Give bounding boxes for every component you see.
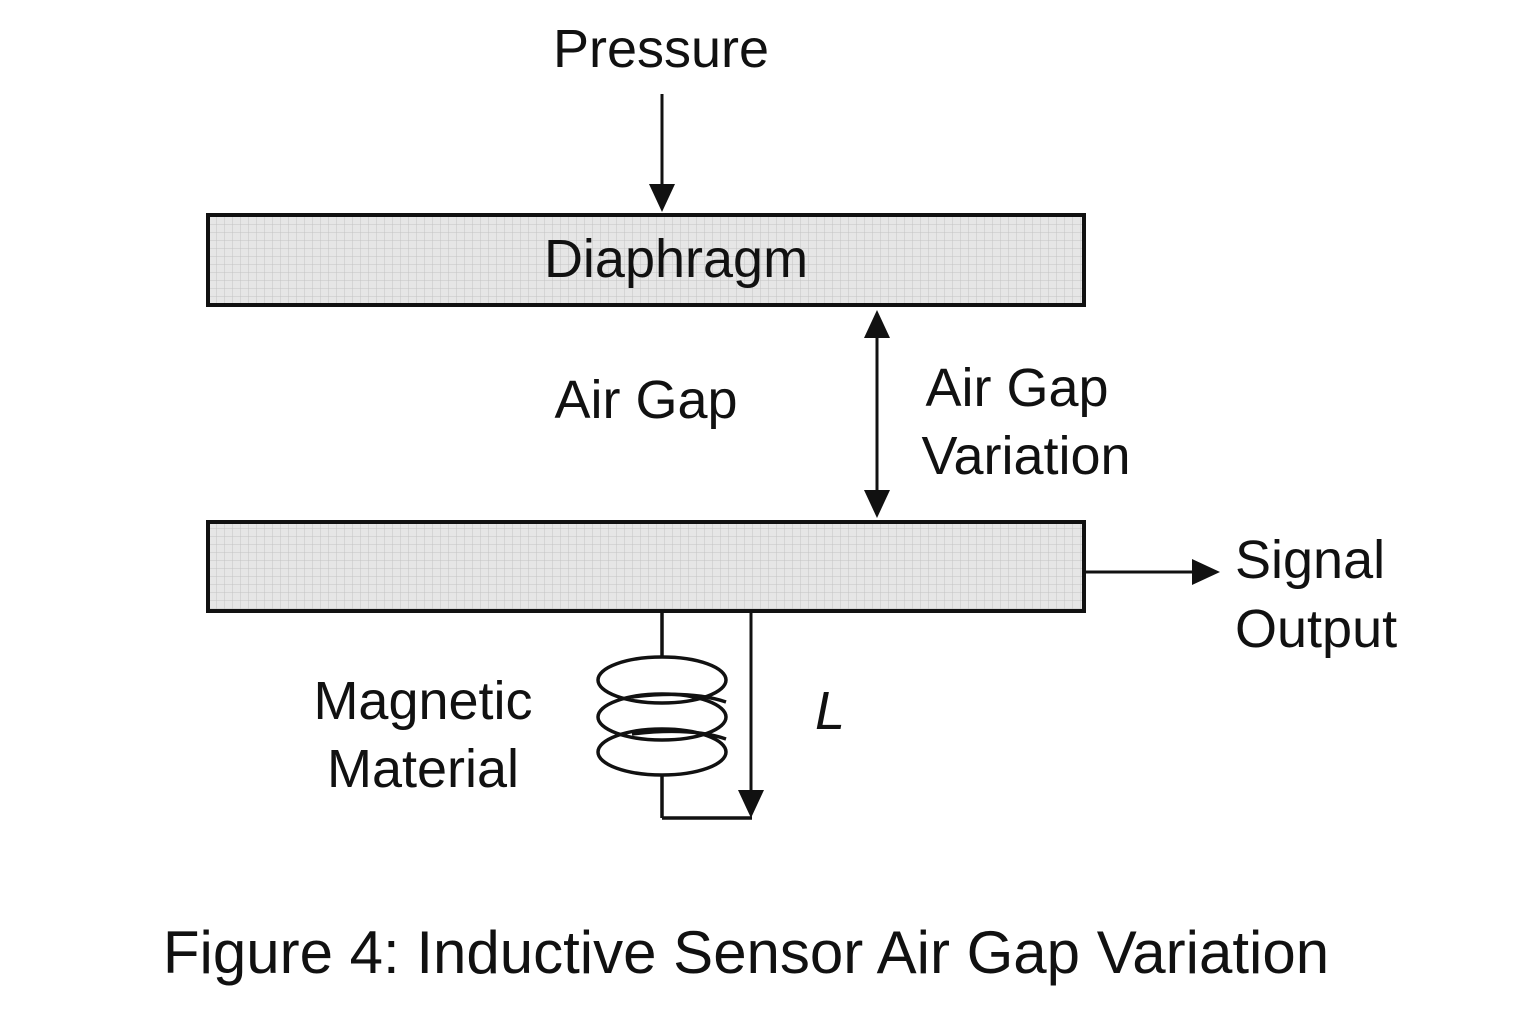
inductance-label: L: [815, 681, 845, 741]
pressure-arrow: [649, 94, 675, 212]
air-gap-label: Air Gap: [554, 370, 737, 430]
signal-output-label-line1: Signal: [1235, 530, 1385, 590]
coil-icon: [596, 612, 752, 820]
magnetic-material-plate: [206, 520, 1086, 613]
magnetic-material-label-line2: Material: [327, 739, 519, 799]
pressure-label: Pressure: [553, 19, 769, 79]
air-gap-variation-arrow: [864, 310, 890, 518]
inductance-arrow: [738, 612, 764, 818]
diaphragm-label: Diaphragm: [544, 229, 808, 289]
air-gap-variation-label-line1: Air Gap: [925, 358, 1108, 418]
diaphragm-plate: [206, 213, 1086, 307]
figure-caption: Figure 4: Inductive Sensor Air Gap Varia…: [163, 919, 1329, 986]
signal-output-label-line2: Output: [1235, 599, 1397, 659]
signal-output-arrow: [1086, 559, 1220, 585]
air-gap-variation-label-line2: Variation: [921, 426, 1130, 486]
magnetic-material-label-line1: Magnetic: [313, 671, 532, 731]
